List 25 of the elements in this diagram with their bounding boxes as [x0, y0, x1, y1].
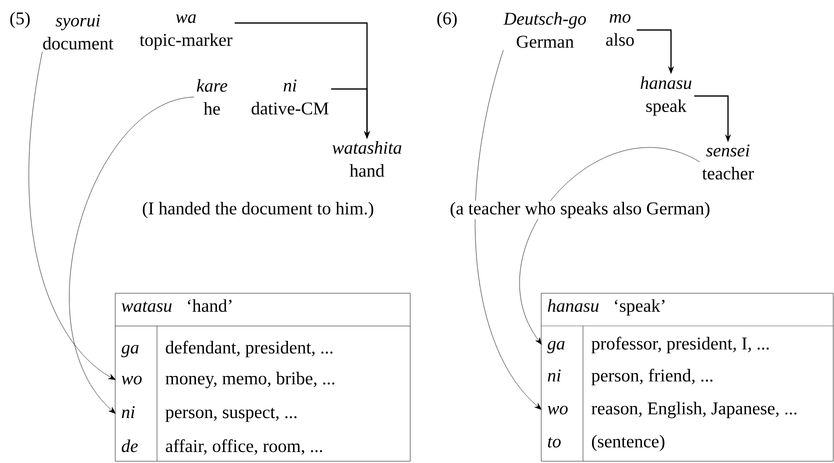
- example-number: (6): [436, 10, 458, 30]
- word-gloss: kare he: [196, 79, 228, 115]
- word-gloss: syorui document: [43, 14, 114, 50]
- table-row: wo money, memo, bribe, ...: [122, 372, 334, 388]
- translation-text: (a teacher who speaks also German): [448, 200, 712, 220]
- translation-text: (I handed the document to him.): [141, 200, 375, 220]
- word-gloss: hanasu speak: [640, 76, 692, 116]
- word-gloss: watashita hand: [332, 141, 402, 177]
- table-row: to (sentence): [548, 434, 664, 452]
- table-row: wo reason, English, Japanese, ...: [548, 402, 796, 418]
- table-row: de affair, office, room, ...: [122, 439, 322, 455]
- word-gloss: sensei teacher: [702, 144, 754, 180]
- word-gloss: mo also: [606, 14, 634, 46]
- arrow: [520, 147, 700, 345]
- word-gloss: Deutsch-go German: [503, 12, 586, 48]
- table-row: ga professor, president, I, ...: [547, 336, 769, 354]
- word-gloss: ni dative-CM: [252, 79, 328, 115]
- table-row: ga defendant, president, ...: [121, 340, 332, 358]
- table-row: ni person, suspect, ...: [122, 406, 296, 422]
- arrow: [69, 96, 194, 414]
- arrow: [28, 52, 116, 380]
- example-number: (5): [8, 10, 32, 30]
- arrow: [474, 50, 542, 410]
- table-row: ni person, friend, ...: [548, 368, 712, 386]
- word-gloss: wa topic-marker: [140, 14, 232, 50]
